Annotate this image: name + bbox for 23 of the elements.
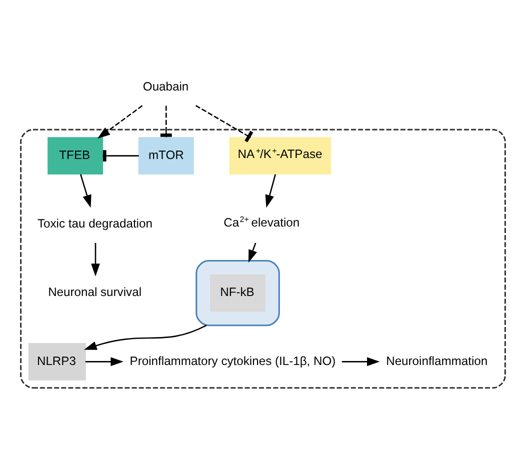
arrow [91, 242, 100, 276]
connector [102, 150, 139, 162]
node-text: Neuronal survival [48, 285, 142, 300]
node-box: mTOR [138, 137, 194, 174]
node-box: NLRP3 [28, 343, 86, 380]
arrow [85, 357, 124, 366]
node-text: Proinflammatory cytokines (IL-1β, NO) [130, 354, 336, 368]
node-box: NF-kB [210, 274, 266, 312]
arrow [248, 242, 257, 263]
node-box: NA$^{+}$/K$^{+}$-ATPase [229, 137, 332, 174]
cluster [196, 260, 280, 326]
arrow [265, 174, 276, 208]
arrow [80, 174, 92, 208]
node-text: Ouabain [142, 79, 189, 94]
arrow [342, 357, 380, 366]
node-text: Neuroinflammation [386, 354, 488, 368]
node-text: Ca$^{2+}$ elevation [224, 215, 300, 230]
node-box: TFEB [48, 137, 104, 174]
arrow [97, 105, 143, 139]
arrow [84, 324, 207, 350]
connector [160, 106, 172, 138]
node-text: Toxic tau degradation [37, 216, 152, 231]
connector [195, 104, 254, 142]
